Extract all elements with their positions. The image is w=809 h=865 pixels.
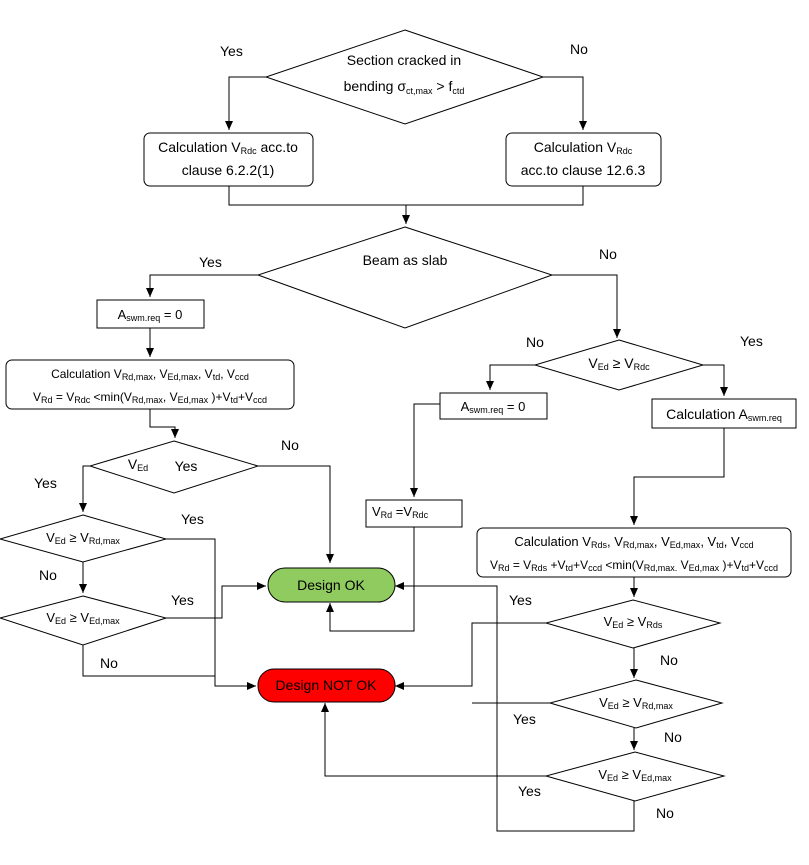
process-calc-aswm: Calculation Aswm.req [651, 398, 797, 429]
decision-text: VEd ≥ VEd,max [46, 610, 120, 626]
process-text: VRd = VRds +Vtd+Vccd <min(VRd,max. VEd,m… [490, 558, 778, 573]
decision-text: VEd ≥ VRd,max [46, 530, 120, 546]
process-calc-vrdc-right: Calculation VRdc acc.to clause 12.6.3 [505, 132, 662, 187]
arrow-calcaswm-to-calcmulti [630, 428, 725, 525]
decision-diamond [533, 339, 705, 391]
decision-diamond [544, 751, 726, 802]
decision-diamond [88, 440, 260, 494]
arrow-slab-yes [146, 274, 258, 297]
decision-diamond [0, 514, 168, 563]
process-aswm-zero-mid: Aswm.req = 0 [439, 392, 548, 420]
decision-text: Yes [175, 458, 198, 474]
decision-diamond [548, 679, 724, 729]
label-no: No [664, 729, 682, 745]
decision-text: VEd ≥ VRds [604, 614, 663, 630]
arrow-rds-yes-to-notok [395, 622, 546, 690]
decision-beam-as-slab: Beam as slab [256, 226, 554, 329]
label-no: No [100, 655, 118, 671]
decision-ved-rdmax-right: VEd ≥ VRd,max [548, 679, 724, 729]
label-no: No [39, 567, 57, 583]
label-no: No [599, 246, 617, 262]
label-yes: Yes [34, 475, 57, 491]
terminal-design-not-ok: Design NOT OK [257, 668, 396, 703]
label-no: No [281, 437, 299, 453]
process-text: Aswm.req = 0 [461, 399, 526, 415]
decision-text: VEd ≥ VEd,max [598, 767, 672, 783]
label-yes: Yes [509, 592, 532, 608]
decision-diamond [544, 599, 722, 649]
process-text: acc.to clause 12.6.3 [521, 162, 646, 178]
process-calc-multi-right: Calculation VRds, VRd,max, VEd,max, Vtd,… [476, 527, 792, 578]
merge-line [228, 186, 584, 206]
process-vrd-eq-vrdc: VRd =VRdc [365, 499, 463, 528]
decision-diamond [0, 595, 168, 646]
process-text: Calculation VRds, VRd,max, VEd,max, Vtd,… [514, 534, 753, 550]
arrow-aswm-to-vrd [410, 403, 440, 497]
decision-formula: bending σct,max > fctd [344, 78, 465, 96]
decision-text: VEd ≥ VRdc [588, 355, 650, 372]
label-yes: Yes [181, 511, 204, 527]
process-text: Calculation Aswm.req [666, 406, 782, 423]
process-aswm-zero-left: Aswm.req = 0 [96, 299, 205, 329]
decision-ved-rdc: VEd ≥ VRdc [533, 339, 705, 391]
arrow-edmax-yes-to-notok [321, 703, 546, 777]
decision-text: VEd [128, 456, 148, 473]
arrow-edmax-yes-to-ok [166, 582, 266, 619]
decision-diamond [256, 226, 554, 329]
decision-text: VEd ≥ VRd,max [599, 695, 673, 711]
decision-text: Beam as slab [363, 252, 448, 268]
process-text: Calculation VRdc acc.to [158, 139, 298, 156]
arrow-cracked-yes [225, 76, 266, 130]
arrow-ved-rdc-no [486, 364, 535, 390]
label-no: No [570, 41, 588, 57]
arrow-ved-yes [79, 465, 90, 512]
arrow-edmax-no-to-ok [395, 582, 635, 832]
arrow-cracked-no [543, 76, 587, 130]
connectors [79, 76, 728, 832]
process-text: VRd =VRdc [372, 504, 429, 520]
decision-ved-edmax-right: VEd ≥ VEd,max [544, 751, 726, 802]
decision-ved-rds: VEd ≥ VRds [544, 599, 722, 649]
label-yes: Yes [518, 783, 541, 799]
arrow-rdmax-yes-to-notok [166, 538, 256, 690]
arrow-slab-no [552, 274, 621, 338]
label-yes: Yes [171, 592, 194, 608]
arrow-ved-no-to-ok [258, 465, 334, 563]
branch-labels: Yes No Yes No No Yes No Yes Yes No Yes N… [34, 41, 763, 821]
label-yes: Yes [740, 333, 763, 349]
process-text: VRd = VRdc <min(VRd,max, VEd,max )+Vtd+V… [33, 390, 267, 405]
label-yes: Yes [220, 43, 243, 59]
process-text: Calculation VRd,max, VEd,max, Vtd, Vccd [51, 367, 249, 382]
label-yes: Yes [513, 711, 536, 727]
decision-section-cracked: Section cracked in bending σct,max > fct… [264, 29, 545, 125]
arrow-ved-rdc-yes [703, 364, 728, 396]
line-edmax-no [82, 645, 215, 677]
arrow-vrd-to-ok [326, 527, 415, 632]
label-no: No [656, 805, 674, 821]
terminal-design-ok: Design OK [267, 567, 396, 603]
process-text: clause 6.2.2(1) [182, 162, 275, 178]
terminal-shape [267, 567, 396, 603]
terminal-text: Design OK [297, 577, 365, 593]
decision-text: Section cracked in [347, 52, 461, 68]
terminal-text: Design NOT OK [276, 677, 378, 693]
label-yes: Yes [199, 254, 222, 270]
process-text: Calculation VRdc [534, 139, 633, 156]
process-text: Aswm.req = 0 [118, 307, 183, 323]
terminal-shape [257, 668, 396, 703]
decision-ved-rdmax-left: VEd ≥ VRd,max [0, 514, 168, 563]
arrow-calc-to-ved [149, 409, 179, 438]
process-calc-vrdc-left: Calculation VRdc acc.to clause 6.2.2(1) [143, 132, 314, 187]
decision-ved-edmax-left: VEd ≥ VEd,max [0, 595, 168, 646]
label-no: No [660, 652, 678, 668]
label-no: No [526, 334, 544, 350]
process-calc-multi-left: Calculation VRd,max, VEd,max, Vtd, Vccd … [5, 359, 295, 410]
decision-diamond [264, 29, 545, 125]
decision-ved: VEd Yes [88, 440, 260, 494]
